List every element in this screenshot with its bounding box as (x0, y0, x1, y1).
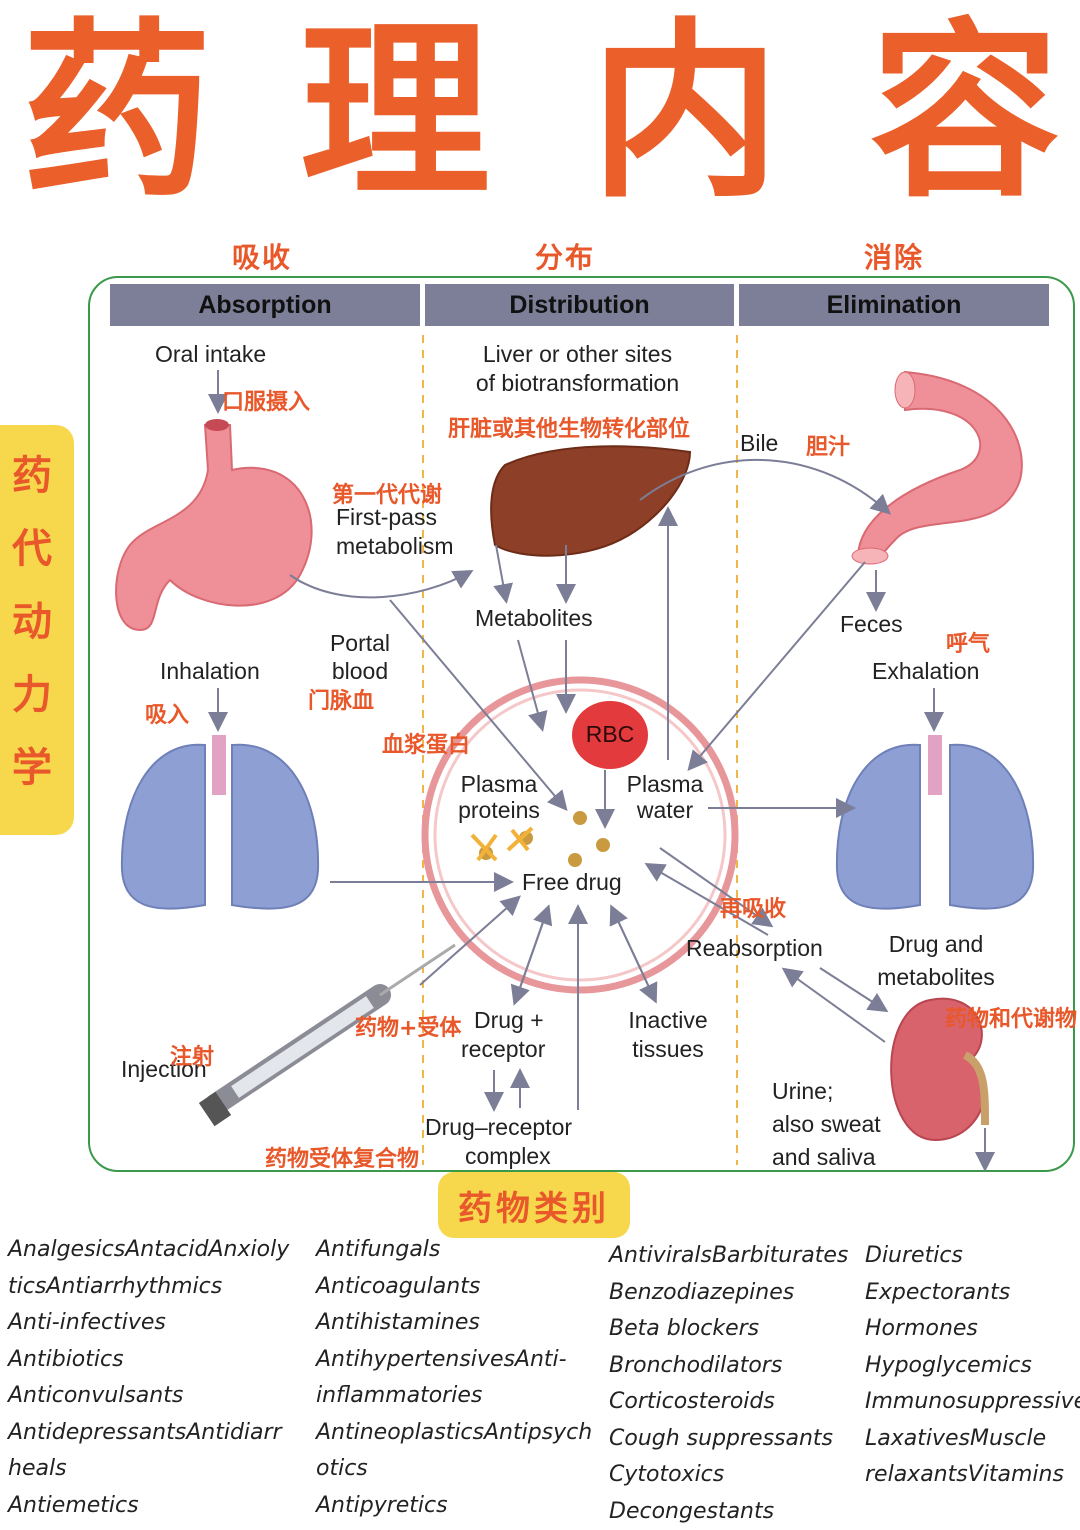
category-item: AnalgesicsAntacidAnxioly (8, 1232, 289, 1269)
category-item: LaxativesMuscle (865, 1421, 1080, 1458)
cn-label-plasma-proteins: 血浆蛋白 (382, 727, 470, 759)
categories-column-4: Diuretics Expectorants Hormones Hypoglyc… (865, 1238, 1080, 1494)
category-item: AntidepressantsAntidiarr (8, 1415, 289, 1452)
cn-label-exhalation: 呼气 (946, 626, 990, 658)
category-item: Benzodiazepines (609, 1275, 848, 1312)
intestine-icon (852, 372, 1022, 564)
category-item: Immunosuppressives (865, 1384, 1080, 1421)
cn-label-injection: 注射 (170, 1039, 214, 1071)
label-oral-intake: Oral intake (155, 340, 266, 369)
liver-icon (491, 446, 690, 555)
label-plasma-proteins-line2: proteins (444, 796, 554, 825)
label-plasma-water-line2: water (612, 796, 718, 825)
label-liver-line2: of biotransformation (440, 369, 715, 398)
label-free-drug: Free drug (522, 868, 622, 897)
label-rbc: RBC (572, 720, 648, 749)
cn-label-drug-metabolites: 药物和代谢物 (945, 1001, 1077, 1033)
label-reabsorption: Reabsorption (686, 934, 823, 963)
label-metabolites: Metabolites (475, 604, 593, 633)
label-plasma-water-line1: Plasma (612, 770, 718, 799)
lungs-left-icon (122, 735, 318, 909)
label-portal-line2: blood (310, 657, 410, 686)
cn-label-inhalation: 吸入 (145, 697, 189, 729)
category-item: heals (8, 1451, 289, 1488)
label-feces: Feces (840, 610, 903, 639)
category-item: Beta blockers (609, 1311, 848, 1348)
categories-column-2: Antifungals Anticoagulants Antihistamine… (316, 1232, 592, 1524)
category-item: Anticoagulants (316, 1269, 592, 1306)
category-item: Bronchodilators (609, 1348, 848, 1385)
label-drug-receptor-line1: Drug + (474, 1006, 544, 1035)
category-item: otics (316, 1451, 592, 1488)
cn-label-drug-receptor: 药物+受体 (355, 1010, 461, 1042)
cn-label-oral-intake: 口服摄入 (222, 384, 310, 416)
stomach-icon (116, 419, 312, 630)
label-liver-line1: Liver or other sites (440, 340, 715, 369)
category-item: Diuretics (865, 1238, 1080, 1275)
categories-column-3: AntiviralsBarbiturates Benzodiazepines B… (609, 1238, 848, 1530)
label-drug-metabolites-line1: Drug and (860, 930, 1012, 959)
categories-column-1: AnalgesicsAntacidAnxioly ticsAntiarrhyth… (8, 1232, 289, 1524)
category-item: Anticonvulsants (8, 1378, 289, 1415)
label-drug-metabolites-line2: metabolites (860, 963, 1012, 992)
label-exhalation: Exhalation (872, 657, 979, 686)
cn-label-bile: 胆汁 (806, 429, 850, 461)
label-inactive-tissues-line1: Inactive (612, 1006, 724, 1035)
label-bile: Bile (740, 429, 778, 458)
category-item: Decongestants (609, 1494, 848, 1530)
category-item: Anti-infectives (8, 1305, 289, 1342)
category-item: Cytotoxics (609, 1457, 848, 1494)
label-first-pass-line2: metabolism (336, 532, 454, 561)
label-plasma-proteins-line1: Plasma (444, 770, 554, 799)
category-item: Antipyretics (316, 1488, 592, 1525)
category-item: Hormones (865, 1311, 1080, 1348)
label-inactive-tissues-line2: tissues (612, 1035, 724, 1064)
category-item: Antihistamines (316, 1305, 592, 1342)
lungs-right-icon (837, 735, 1033, 909)
category-item: relaxantsVitamins (865, 1457, 1080, 1494)
label-urine-line1: Urine; (772, 1077, 833, 1106)
cn-label-portal-blood: 门脉血 (308, 683, 374, 715)
label-portal-line1: Portal (310, 629, 410, 658)
category-item: ticsAntiarrhythmics (8, 1269, 289, 1306)
label-complex-line1: Drug–receptor (425, 1113, 572, 1142)
category-item: inflammatories (316, 1378, 592, 1415)
label-complex-line2: complex (465, 1142, 551, 1171)
category-item: Expectorants (865, 1275, 1080, 1312)
label-drug-receptor-line2: receptor (461, 1035, 545, 1064)
cn-label-reabsorption: 再吸收 (720, 891, 786, 923)
label-urine-line3: and saliva (772, 1143, 876, 1172)
cn-label-liver: 肝脏或其他生物转化部位 (448, 411, 690, 443)
category-item: Antifungals (316, 1232, 592, 1269)
categories-title: 药物类别 (438, 1172, 630, 1238)
category-item: Antibiotics (8, 1342, 289, 1379)
category-item: Corticosteroids (609, 1384, 848, 1421)
category-item: Cough suppressants (609, 1421, 848, 1458)
category-item: Hypoglycemics (865, 1348, 1080, 1385)
category-item: Antiemetics (8, 1488, 289, 1525)
category-item: AntihypertensivesAnti- (316, 1342, 592, 1379)
category-item: AntineoplasticsAntipsych (316, 1415, 592, 1452)
cn-label-first-pass: 第一代代谢 (332, 477, 442, 509)
category-item: AntiviralsBarbiturates (609, 1238, 848, 1275)
label-inhalation: Inhalation (160, 657, 260, 686)
label-urine-line2: also sweat (772, 1110, 881, 1139)
cn-label-complex: 药物受体复合物 (265, 1141, 419, 1173)
